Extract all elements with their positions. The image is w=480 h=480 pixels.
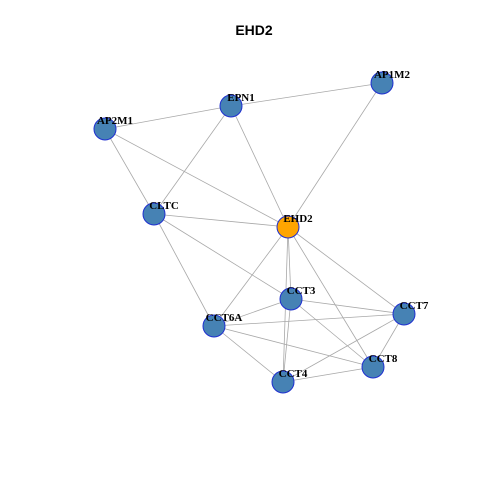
node-label-epn1: EPN1 xyxy=(227,92,255,104)
node-label-cct4: CCT4 xyxy=(279,368,308,380)
node-layer xyxy=(93,71,416,394)
edge-ap2m1-ehd2 xyxy=(104,128,289,228)
edge-epn1-ehd2 xyxy=(230,105,289,228)
edge-cltc-cct6a xyxy=(153,213,215,327)
edge-ap1m2-ehd2 xyxy=(287,82,383,228)
node-label-cltc: CLTC xyxy=(149,200,179,212)
edge-ap2m1-epn1 xyxy=(104,105,232,130)
node-ap1m2[interactable] xyxy=(370,71,394,95)
node-label-cct3: CCT3 xyxy=(287,285,316,297)
edge-ehd2-cct8 xyxy=(287,226,374,368)
node-label-ehd2: EHD2 xyxy=(283,213,313,225)
edge-ehd2-cct3 xyxy=(287,226,292,300)
node-cct8[interactable] xyxy=(361,355,385,379)
node-cct3[interactable] xyxy=(279,287,303,311)
node-cltc[interactable] xyxy=(142,202,166,226)
edge-cltc-cct3 xyxy=(153,213,292,300)
node-ehd2[interactable] xyxy=(276,215,300,239)
node-epn1[interactable] xyxy=(219,94,243,118)
edge-cct6a-cct4 xyxy=(213,325,284,383)
edge-ap2m1-cltc xyxy=(104,128,155,215)
node-ap2m1[interactable] xyxy=(93,117,117,141)
edge-epn1-ap1m2 xyxy=(230,82,383,107)
edge-ehd2-cct6a xyxy=(213,226,289,327)
edge-ehd2-cct7 xyxy=(287,226,405,315)
edge-cct3-cct6a xyxy=(213,298,292,327)
node-label-cct8: CCT8 xyxy=(369,353,398,365)
edge-cct3-cct8 xyxy=(290,298,374,368)
edge-cct6a-cct8 xyxy=(213,325,374,368)
edge-cct6a-cct7 xyxy=(213,313,405,327)
edge-cct8-cct4 xyxy=(282,366,374,383)
node-label-cct7: CCT7 xyxy=(400,300,429,312)
node-label-cct6a: CCT6A xyxy=(206,312,243,324)
edge-cct3-cct7 xyxy=(290,298,405,315)
edge-cltc-ehd2 xyxy=(153,213,289,228)
node-label-ap2m1: AP2M1 xyxy=(97,115,133,127)
node-cct6a[interactable] xyxy=(202,314,226,338)
edge-epn1-cltc xyxy=(153,105,232,215)
diagram-title: EHD2 xyxy=(235,22,273,38)
edge-cct7-cct4 xyxy=(282,313,405,383)
node-cct7[interactable] xyxy=(392,302,416,326)
node-cct4[interactable] xyxy=(271,370,295,394)
edge-cct3-cct4 xyxy=(282,298,292,383)
node-label-ap1m2: AP1M2 xyxy=(374,69,411,81)
